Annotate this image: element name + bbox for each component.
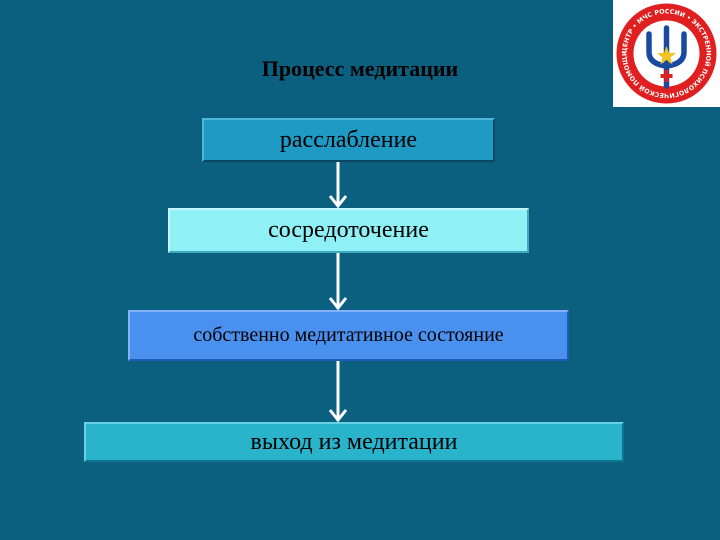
- arrow-down-2: [328, 253, 348, 311]
- diagram-title: Процесс медитации: [261, 56, 459, 81]
- step-relaxation: расслабление: [202, 118, 495, 162]
- arrow-down-3: [328, 361, 348, 423]
- step-exit-meditation: выход из медитации: [84, 422, 624, 462]
- psi-emblem-icon: ЦЕНТР • МЧС РОССИИ • ЭКСТРЕННОЙ ПСИХОЛОГ…: [616, 3, 717, 104]
- step-meditative-state: собственно медитативное состояние: [128, 310, 569, 361]
- arrow-down-1: [328, 162, 348, 209]
- logo: ЦЕНТР • МЧС РОССИИ • ЭКСТРЕННОЙ ПСИХОЛОГ…: [613, 0, 720, 107]
- step-concentration: сосредоточение: [168, 208, 529, 253]
